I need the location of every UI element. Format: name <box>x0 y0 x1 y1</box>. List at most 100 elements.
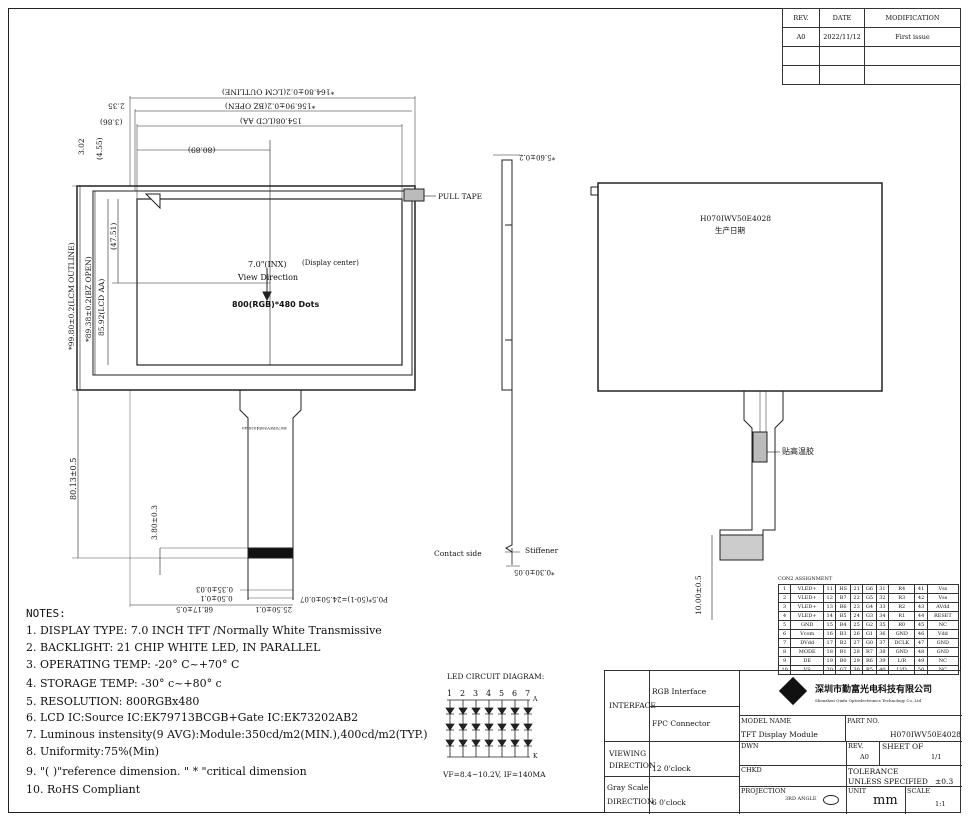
revision-table: REV. DATE MODIFICATION A0 2022/11/12 Fir… <box>782 8 961 85</box>
pin-number: 23 <box>849 602 864 612</box>
dim-offset-left: 2.35 <box>108 101 125 111</box>
pin-number: 27 <box>849 638 864 648</box>
dim-offset-left2: (3.86) <box>100 117 123 127</box>
rev-label: REV. <box>848 742 864 750</box>
pin-number: 48 <box>914 647 928 657</box>
note-item: 6. LCD IC:Source IC:EK79713BCGB+Gate IC:… <box>26 711 359 724</box>
led-diode-icon <box>471 707 481 715</box>
back-date-label: 生产日期 <box>715 226 745 235</box>
led-column-number: 1 <box>447 689 453 698</box>
scale-label: SCALE <box>907 787 931 795</box>
sheet-value: 1/1 <box>931 753 942 761</box>
projection-value: 3RD ANGLE <box>785 796 817 802</box>
dim-b2: 0.50±0.1 <box>200 594 233 602</box>
led-cathode-label: K <box>533 753 538 760</box>
dim-stiffener: 3.80±0.3 <box>150 505 159 540</box>
pin-number: 36 <box>875 629 890 639</box>
contact-side-label: Contact side <box>434 549 482 558</box>
model-name-value: TFT Display Module <box>741 730 818 739</box>
tolerance-value: ±0.3 <box>935 777 954 786</box>
back-model-label: H070IWV50E4028 <box>700 214 772 223</box>
pin-number: 49 <box>914 656 928 666</box>
pin-signal: R2 <box>888 602 916 612</box>
pin-signal: G6 <box>862 584 877 594</box>
pin-number: 41 <box>914 584 928 594</box>
led-diode-icon <box>510 739 520 747</box>
pin-signal: B0 <box>835 656 851 666</box>
led-diode-icon <box>497 723 507 731</box>
led-diode-icon <box>497 739 507 747</box>
dim-fpc-tail: 10.00±0.5 <box>694 575 703 615</box>
pin-signal: GND <box>790 620 825 630</box>
led-diode-icon <box>510 723 520 731</box>
led-circuit <box>447 699 530 758</box>
pin-signal: NC <box>926 656 960 666</box>
pin-signal: DVdd <box>790 638 825 648</box>
display-center-label: (Display center) <box>302 259 359 267</box>
pin-signal: R7 <box>862 647 877 657</box>
pin-signal: VLED+ <box>790 611 825 621</box>
dim-lcm-outline-h: *99.80±0.2(LCM OUTLINE) <box>67 242 76 350</box>
led-diode-icon <box>523 739 533 747</box>
pin-number: 9 <box>777 656 792 666</box>
led-column-number: 6 <box>512 689 518 698</box>
pin-number: 18 <box>823 647 837 657</box>
pin-number: 17 <box>823 638 837 648</box>
pin-number: 19 <box>823 656 837 666</box>
pin-number: 43 <box>914 602 928 612</box>
led-anode-label: A <box>533 696 538 703</box>
pin-number: 47 <box>914 638 928 648</box>
pin-number: 28 <box>849 647 864 657</box>
note-item: 9. "( )"reference dimension. " * "critic… <box>26 765 307 778</box>
led-diode-icon <box>484 739 494 747</box>
pin-number: 45 <box>914 620 928 630</box>
stiffener-label: Stiffener <box>525 546 559 555</box>
title-block: INTERFACE RGB Interface FPC Connector 深圳… <box>604 670 962 814</box>
pin-signal: G3 <box>862 611 877 621</box>
pin-signal: B4 <box>835 620 851 630</box>
pin-number: 44 <box>914 611 928 621</box>
pin-signal: R1 <box>888 611 916 621</box>
pull-tape <box>403 188 425 202</box>
company-en: Shenzhen Qinfu Optoelectronics Technolog… <box>815 698 922 703</box>
pin-signal: G1 <box>862 629 877 639</box>
led-diode-icon <box>458 739 468 747</box>
pin-number: 37 <box>875 638 890 648</box>
interface-value: RGB Interface <box>652 687 707 696</box>
pin-number: 14 <box>823 611 837 621</box>
modification-header: MODIFICATION <box>864 8 961 28</box>
dwn-label: DWN <box>741 742 759 750</box>
pin-signal: B5 <box>835 611 851 621</box>
dim-bz-open-w: *156.90±0.2(BZ OPEN) <box>225 101 316 111</box>
led-diode-icon <box>510 707 520 715</box>
scale-value: 1:1 <box>935 800 946 808</box>
drawing-frame <box>8 8 961 813</box>
pin-signal: R3 <box>888 593 916 603</box>
led-circuit-title: LED CIRCUIT DIAGRAM: <box>447 672 545 681</box>
pin-signal: G5 <box>862 593 877 603</box>
fpc-connector-label: FPC Connector <box>652 719 711 728</box>
pin-number: 29 <box>849 656 864 666</box>
pin-number: 2 <box>777 593 792 603</box>
pin-number: 26 <box>849 629 864 639</box>
pin-signal: HS <box>835 584 851 594</box>
note-item: 5. RESOLUTION: 800RGBx480 <box>26 695 200 708</box>
pin-signal: Vdd <box>926 629 960 639</box>
pin-signal: GND <box>926 647 960 657</box>
pin-assignment-title: CON2 ASSIGNMENT <box>778 576 833 582</box>
chkd-label: CHKD <box>741 766 762 774</box>
led-diode-icon <box>523 723 533 731</box>
dim-fpc-len: 80.13±0.5 <box>69 457 78 500</box>
tolerance-label: TOLERANCE UNLESS SPECIFIED <box>848 767 928 786</box>
pin-signal: Vss <box>926 584 960 594</box>
dim-bz-open-h: *89.38±0.2(BZ OPEN) <box>84 256 93 342</box>
led-column-number: 5 <box>499 689 505 698</box>
projection-label: PROJECTION <box>741 787 786 795</box>
unit-label: UNIT <box>848 787 867 795</box>
